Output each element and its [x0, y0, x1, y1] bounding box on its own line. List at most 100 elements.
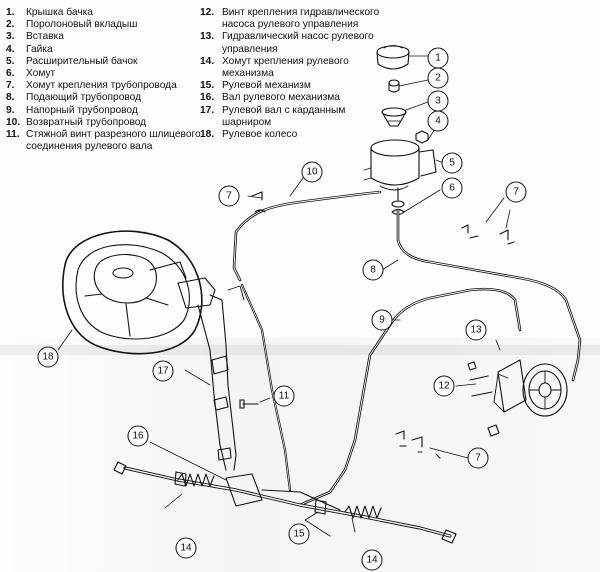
- callout-10: [301, 161, 323, 183]
- nut: [415, 130, 429, 144]
- callout-number: 6: [449, 183, 455, 194]
- legend-number: 14.: [200, 55, 215, 67]
- legend-number: 11.: [6, 129, 20, 141]
- callout-number: 9: [379, 315, 385, 326]
- callout-16: [127, 425, 149, 447]
- legend-number: 7.: [6, 80, 15, 92]
- legend-number: 9.: [6, 104, 15, 116]
- supply-line: [396, 208, 582, 382]
- callout-number: 14: [366, 555, 378, 566]
- legend-number: 16.: [200, 92, 215, 104]
- pressure-line: [298, 287, 522, 507]
- legend-item: 12. Винт крепления гидравлического насоса…: [200, 7, 390, 31]
- callout-7: [505, 181, 527, 203]
- callout-number: 5: [449, 158, 455, 169]
- callout-number: 17: [157, 366, 169, 377]
- legend-text: Хомут крепления рулевого механизма: [222, 55, 349, 80]
- legend-item: 5.Расширительный бачок: [6, 56, 202, 68]
- legend-item: 17. Рулевой вал с карданным шарниром: [200, 105, 390, 129]
- callout-number: 2: [435, 73, 441, 84]
- callout-number: 18: [42, 352, 54, 363]
- legend-item: 6. Хомут: [6, 68, 202, 80]
- legend-number: 15.: [200, 80, 215, 92]
- legend-text: Возвратный трубопровод: [26, 116, 147, 128]
- callout-number: 7: [475, 453, 481, 464]
- callout-number: 14: [180, 543, 192, 554]
- reservoir-cap: [376, 45, 410, 70]
- legend-text: Расширительный бачок: [26, 55, 138, 67]
- callout-number: 7: [513, 187, 519, 198]
- pinch-bolt: [239, 399, 259, 409]
- legend-text: Вставка: [26, 31, 64, 43]
- legend-text: Гайка: [26, 43, 53, 55]
- legend-number: 8.: [6, 92, 15, 104]
- legend-number: 1.: [6, 7, 15, 18]
- legend-number: 4.: [6, 43, 15, 55]
- legend-text: Хомут: [26, 68, 56, 80]
- legend-text: Гидравлический насос рулевого управления: [222, 31, 374, 55]
- pump-bracket: [487, 424, 500, 437]
- callout-7: [218, 185, 240, 207]
- callout-14: [175, 537, 197, 559]
- legend-number: 17.: [200, 104, 215, 116]
- callout-number: 12: [438, 381, 450, 392]
- steering-rack: [113, 454, 457, 544]
- pump-bolts: [467, 361, 493, 397]
- steering-wheel: [62, 230, 203, 355]
- leader-lines: [57, 55, 511, 537]
- callout-number: 11: [279, 391, 290, 402]
- legend-number: 18.: [200, 129, 215, 141]
- legend-item: 9.Напорный трубопровод: [6, 105, 202, 117]
- callout-7: [467, 447, 489, 469]
- callout-14: [361, 549, 383, 571]
- callout-17: [152, 360, 174, 382]
- legend-item: 2. Поролоновый вкладыш: [6, 19, 202, 31]
- legend-text: Вал рулевого механизма: [222, 92, 340, 104]
- foam-insert: [388, 79, 400, 93]
- legend-text: Рулевой механизм: [222, 80, 311, 92]
- legend-text: Крышка бачка: [26, 7, 93, 18]
- legend-item: 15. Рулевой механизм: [200, 80, 390, 92]
- callout-12: [433, 375, 455, 397]
- steering-column: [177, 277, 245, 471]
- callout-number: 13: [470, 325, 482, 336]
- callout-number: 16: [132, 431, 144, 442]
- callout-number: 15: [293, 529, 305, 540]
- legend-item: 18. Рулевое колесо: [200, 129, 390, 141]
- pipe-clamp: [461, 224, 515, 245]
- legend-left: 1. Крышка бачка 2. Поролоновый вкладыш 3. В…: [6, 7, 202, 153]
- legend-text: Стяжной винт разрезного шлицевого соедин…: [26, 129, 201, 153]
- callout-5: [441, 152, 463, 174]
- legend-text: Рулевой вал с карданным шарниром: [222, 104, 346, 128]
- legend-number: 6.: [6, 68, 15, 80]
- callout-9: [371, 309, 393, 331]
- callout-13: [465, 319, 487, 341]
- legend-number: 2.: [6, 19, 15, 31]
- callout-number: 1: [435, 53, 441, 64]
- legend-item: 4. Гайка: [6, 44, 202, 56]
- callout-number: 3: [435, 96, 441, 107]
- legend-item: 7.Хомут крепления трубопровода: [6, 80, 202, 92]
- legend-text: Рулевое колесо: [222, 129, 298, 141]
- legend-number: 3.: [6, 31, 15, 43]
- pipe-clamp: [395, 430, 441, 459]
- legend-number: 10.: [6, 116, 21, 128]
- legend-item: 3. Вставка: [6, 31, 202, 43]
- callout-15: [288, 523, 310, 545]
- legend-number: 13.: [200, 31, 215, 43]
- legend-right: 12. Винт крепления гидравлического насоса…: [200, 7, 390, 141]
- callout-number: 8: [370, 265, 376, 276]
- legend-item: 13. Гидравлический насос рулевого управле…: [200, 31, 390, 55]
- legend-text: Подающий трубопровод: [26, 92, 142, 104]
- legend-item: 14. Хомут крепления рулевого механизма: [200, 56, 390, 80]
- callout-11: [273, 385, 295, 407]
- legend-text: Поролоновый вкладыш: [26, 19, 138, 31]
- callout-number: 4: [435, 116, 441, 127]
- callout-8: [362, 259, 384, 281]
- legend-item: 10. Возвратный трубопровод: [6, 117, 202, 129]
- return-line: [232, 190, 382, 282]
- legend-text: Винт крепления гидравлического насоса ру…: [222, 7, 380, 31]
- legend-number: 12.: [200, 7, 215, 18]
